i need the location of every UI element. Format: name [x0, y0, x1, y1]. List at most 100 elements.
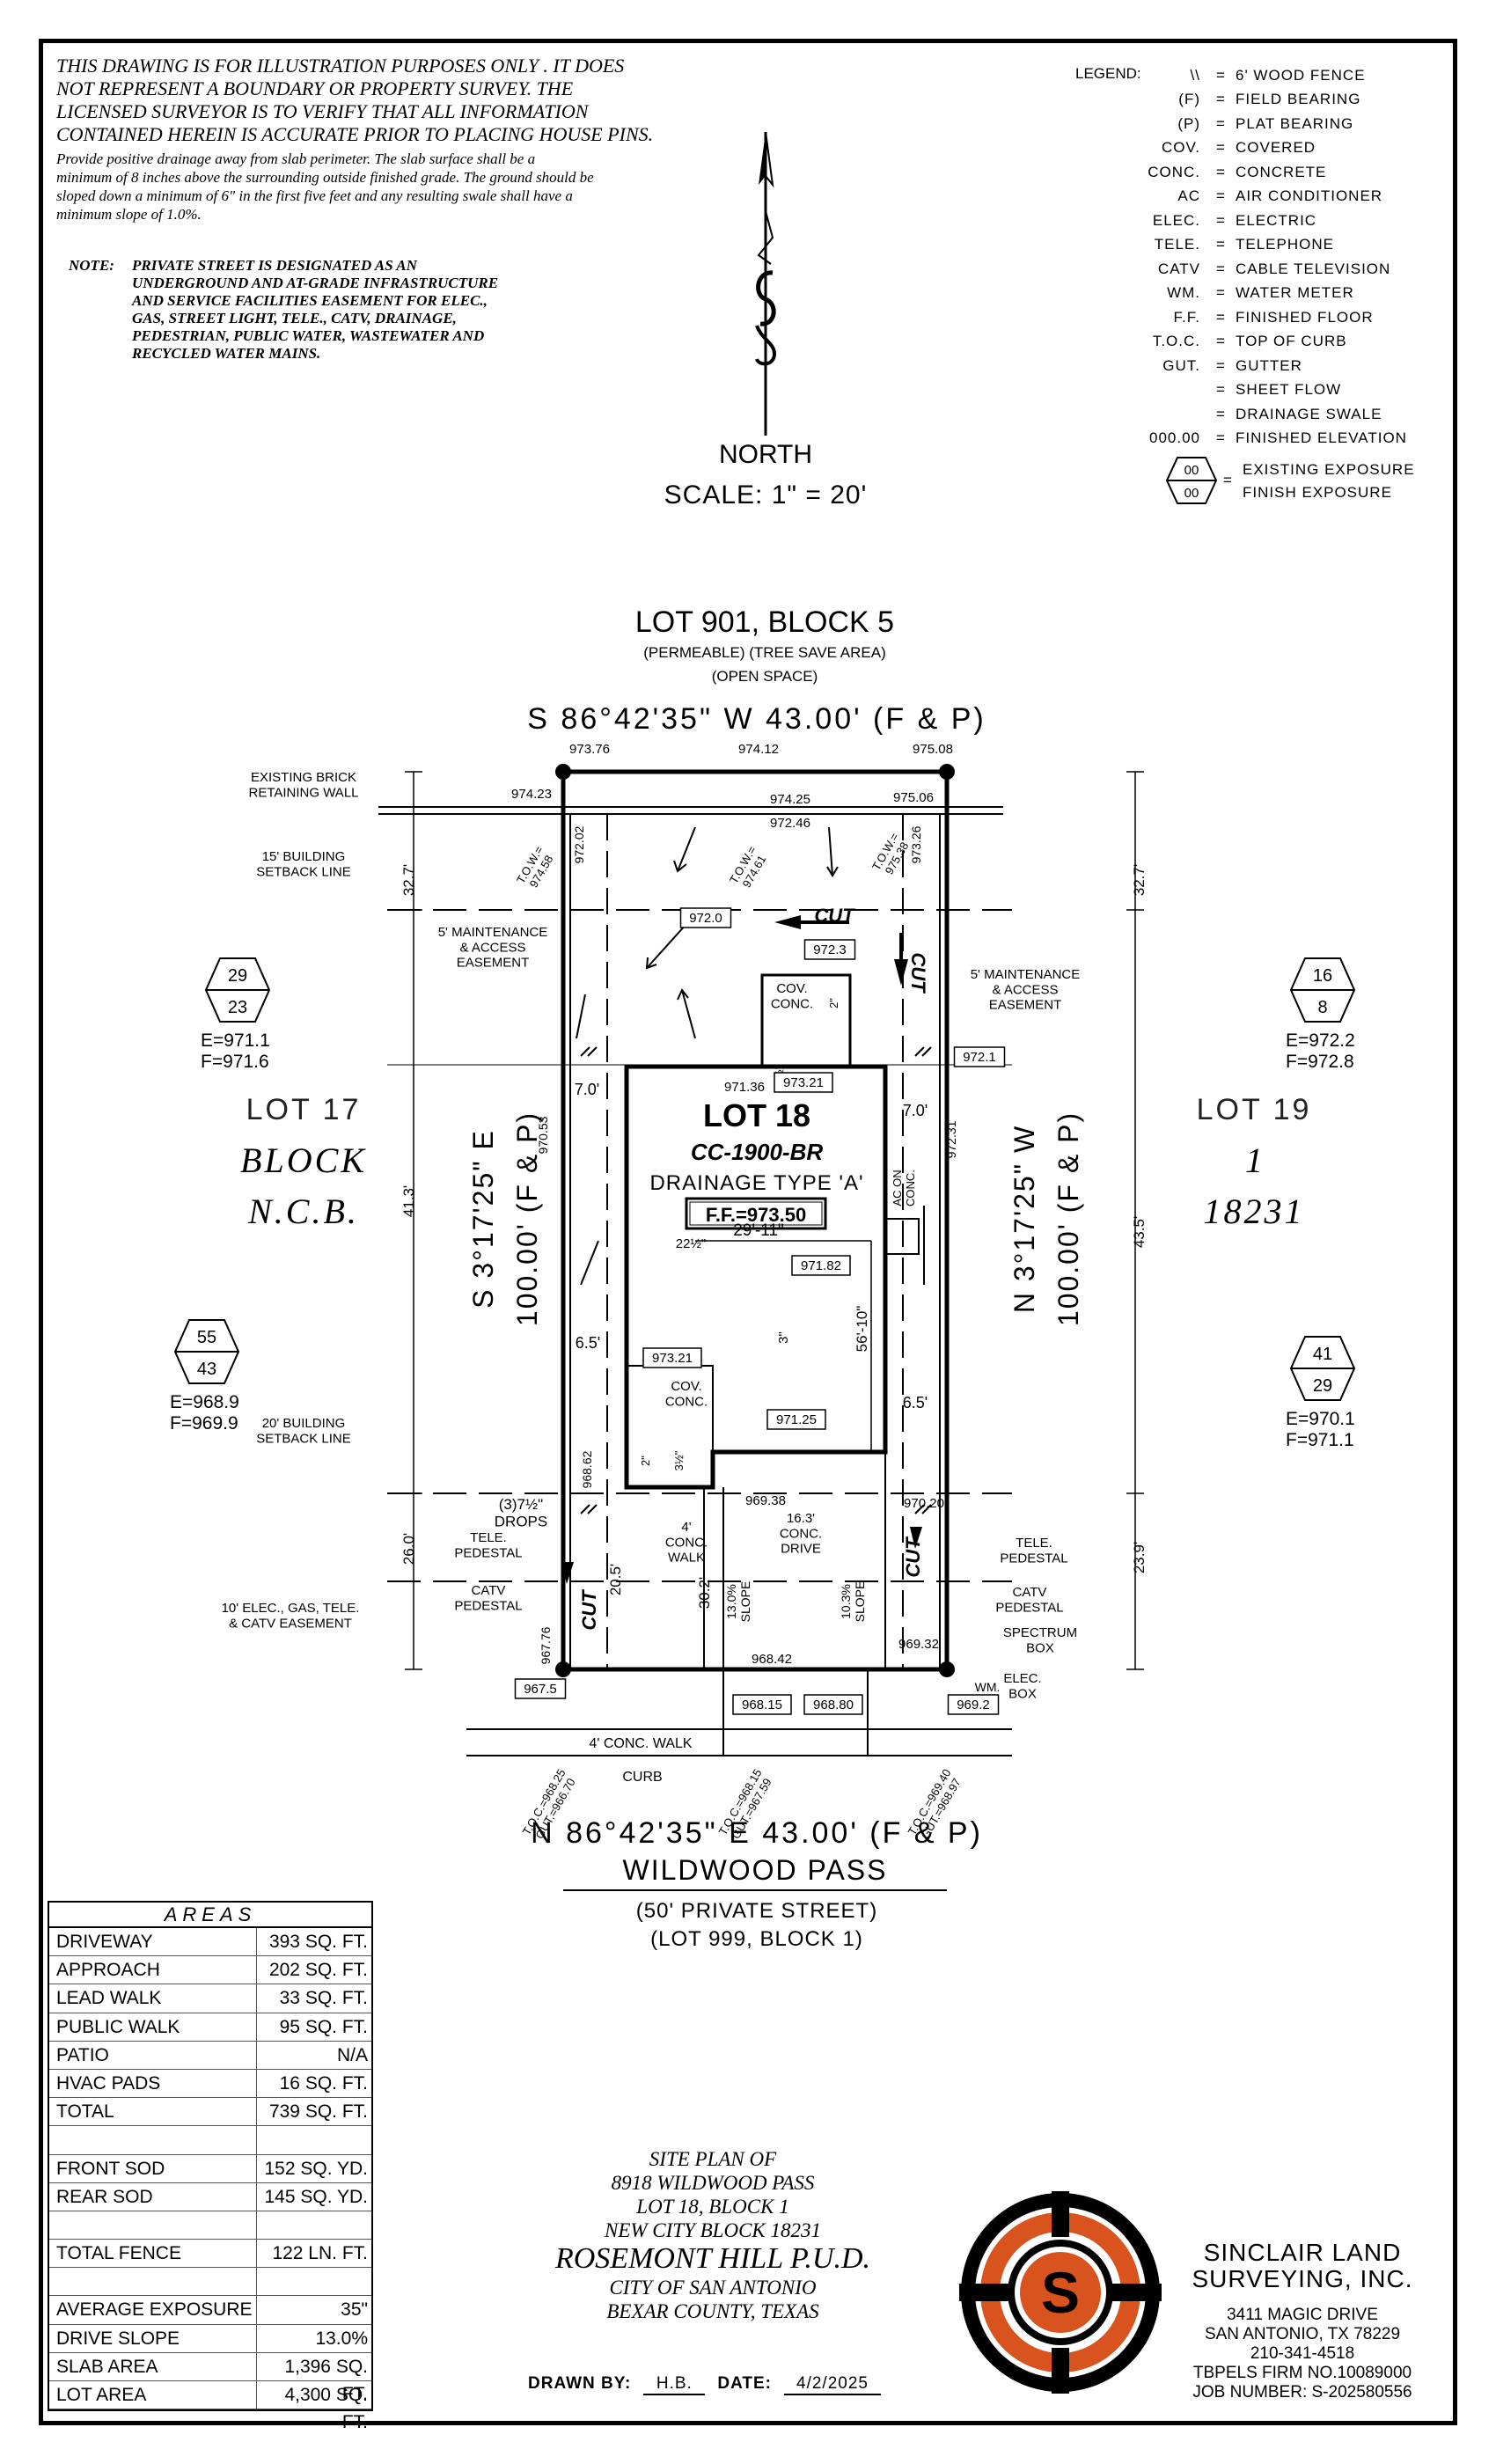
area-label: AVERAGE EXPOSURE — [49, 2296, 257, 2324]
legend-item: GUT.=GUTTER — [1084, 354, 1436, 378]
finished-floor: F.F.=973.50 — [706, 1204, 806, 1226]
exposure-existing-value: 16 — [1313, 966, 1332, 986]
plan-annotation: 970.53 — [536, 1116, 550, 1154]
legend-key: ELEC. — [1152, 211, 1200, 229]
plan-annotation: 973.26 — [909, 825, 923, 863]
plan-annotation: 30.2' — [696, 1577, 713, 1609]
exposure-existing: EXISTING EXPOSURE — [1243, 461, 1415, 478]
elevation-box — [953, 1046, 1006, 1067]
plan-annotation: 6.5' — [576, 1334, 600, 1352]
top-lot-sub2: (OPEN SPACE) — [712, 668, 818, 685]
plan-annotation: 2" — [639, 1456, 652, 1466]
disclaimer-line: CONTAINED HEREIN IS ACCURATE PRIOR TO PL… — [56, 123, 654, 145]
legend-key: \\ — [1190, 66, 1200, 84]
legend-item: ELEC.=ELECTRIC — [1084, 209, 1436, 233]
plan-annotation: WM. — [975, 1680, 1001, 1694]
street-sub2: (LOT 999, BLOCK 1) — [650, 1927, 863, 1951]
area-row — [49, 2126, 371, 2155]
disclaimer: THIS DRAWING IS FOR ILLUSTRATION PURPOSE… — [56, 55, 725, 224]
plan-annotation: 971.25 — [776, 1412, 817, 1427]
company-address2: SAN ANTONIO, TX 78229 — [1204, 2325, 1401, 2343]
covered-patio — [760, 973, 852, 1068]
scale-label: SCALE: 1" = 20' — [664, 480, 868, 510]
drainage-swale-arrows — [561, 915, 922, 1584]
area-row — [49, 2211, 371, 2240]
sinclair-logo-icon: S — [959, 2191, 1162, 2394]
plan-annotation: 43.5' — [1131, 1216, 1148, 1248]
title-line: LOT 18, BLOCK 1 — [636, 2196, 789, 2218]
street-sub1: (50' PRIVATE STREET) — [635, 1899, 878, 1923]
plan-annotation: 972.0 — [689, 911, 722, 926]
drawing-frame — [39, 39, 1457, 2425]
ac-pad — [884, 1218, 920, 1255]
plan-annotation: CUT — [814, 905, 855, 927]
plan-annotation: 972.1 — [963, 1050, 996, 1065]
drawn-label: DRAWN BY: — [528, 2374, 632, 2393]
elevation-box — [791, 1255, 851, 1276]
area-value: 16 SQ. FT. — [279, 2072, 368, 2094]
title-line: SITE PLAN OF — [649, 2148, 777, 2170]
area-value: 1,396 SQ. FT. — [284, 2356, 368, 2405]
legend-value: FINISHED ELEVATION — [1236, 429, 1407, 447]
exposure-finish-value: 23 — [228, 998, 247, 1017]
plan-annotation: CUT — [902, 1536, 924, 1578]
plan-annotation: (3)7½"DROPS — [495, 1496, 547, 1530]
corner-pin — [555, 764, 571, 780]
plan-annotation: CURB — [622, 1770, 662, 1785]
company-firm: TBPELS FIRM NO.10089000 — [1192, 2364, 1412, 2382]
area-value: 13.0% — [315, 2328, 368, 2349]
plan-annotation: 969.2 — [957, 1698, 990, 1712]
plan-annotation: 13.0%SLOPE — [724, 1581, 752, 1623]
legend-item: =DRAINAGE SWALE — [1084, 402, 1436, 427]
plan-annotation: TELE.PEDESTAL — [1000, 1536, 1067, 1566]
north-arrow-icon — [755, 131, 777, 436]
right-bearing: N 3°17'25" W — [1008, 1125, 1040, 1313]
area-value: 33 SQ. FT. — [279, 1988, 368, 2009]
plan-annotation: 32.7' — [1131, 864, 1148, 896]
street-name: WILDWOOD PASS — [623, 1854, 888, 1886]
corner-pin — [939, 1661, 955, 1677]
corner-pin — [939, 764, 955, 780]
plan-annotation: CUT — [578, 1589, 600, 1631]
legend-key: 000.00 — [1149, 429, 1200, 447]
finish-elevation: F=971.6 — [201, 1052, 269, 1072]
area-value — [257, 2268, 371, 2295]
block-label: BLOCK — [240, 1140, 367, 1180]
title-block: SITE PLAN OF 8918 WILDWOOD PASS LOT 18, … — [493, 2147, 933, 2323]
legend-key: AC — [1177, 187, 1200, 205]
legend: LEGEND: \\=6' WOOD FENCE(F)=FIELD BEARIN… — [1075, 63, 1436, 509]
sheet-flow-arrows — [576, 826, 925, 1286]
area-label: LOT AREA — [49, 2381, 257, 2409]
company-name: SINCLAIR LAND SURVEYING, INC. — [1162, 2240, 1443, 2292]
area-value: 739 SQ. FT. — [268, 2101, 368, 2123]
area-value: 202 SQ. FT. — [268, 1960, 368, 1981]
legend-value: ELECTRIC — [1236, 211, 1317, 229]
legend-key: (P) — [1177, 114, 1200, 132]
top-lot-sub1: (PERMEABLE) (TREE SAVE AREA) — [643, 644, 886, 661]
plan-annotation: 970.20 — [904, 1496, 944, 1511]
plan-code: CC-1900-BR — [691, 1139, 823, 1165]
plan-annotation: 969.32 — [898, 1637, 939, 1652]
plan-annotation: 975.08 — [913, 742, 953, 757]
subdivision-name: ROSEMONT HILL P.U.D. — [554, 2242, 870, 2275]
legend-value: TELEPHONE — [1236, 236, 1334, 253]
note-line: PEDESTRIAN, PUBLIC WATER, WASTEWATER AND — [132, 327, 485, 344]
lot19-label: LOT 19 — [1197, 1093, 1312, 1126]
plan-annotation: 973.21 — [652, 1351, 693, 1366]
legend-value: DRAINAGE SWALE — [1236, 405, 1382, 422]
legend-value: GUTTER — [1236, 356, 1302, 374]
plan-annotation: 967.5 — [524, 1682, 557, 1697]
elevation-box — [514, 1678, 567, 1699]
site-plan: LOT 901, BLOCK 5 (PERMEABLE) (TREE SAVE … — [170, 605, 1356, 1891]
elevation-box — [947, 1694, 1000, 1715]
legend-item: T.O.C.=TOP OF CURB — [1084, 330, 1436, 355]
